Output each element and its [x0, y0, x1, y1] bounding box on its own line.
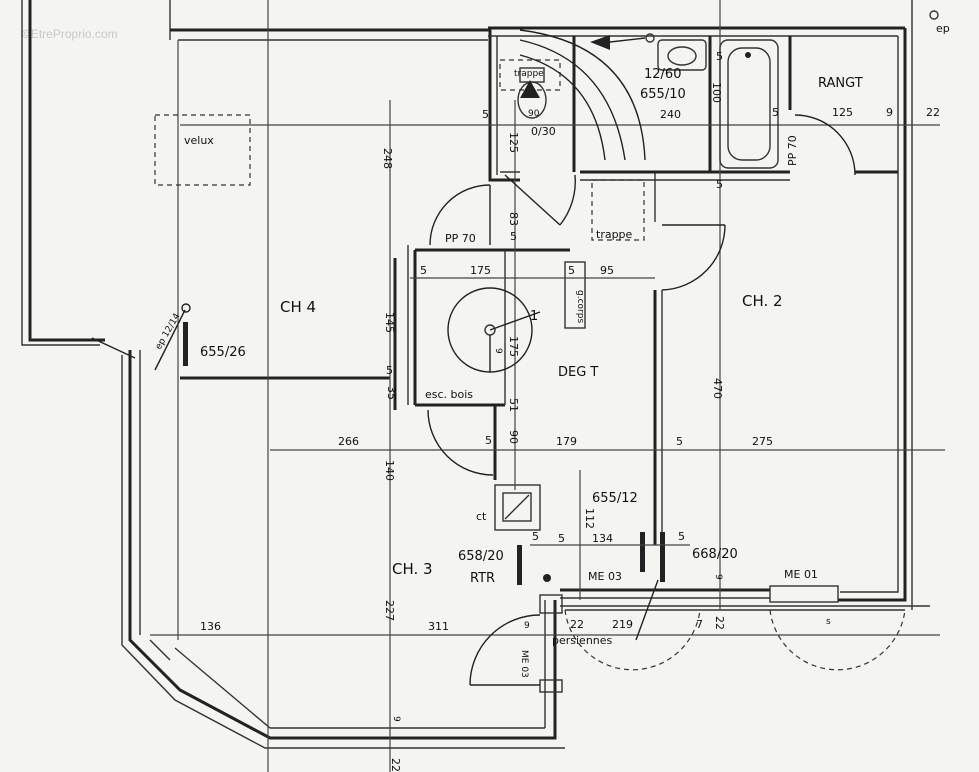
dim-5-l: 5 — [532, 530, 539, 543]
label-rtr: RTR — [470, 571, 495, 586]
room-ch2: CH. 2 — [742, 292, 783, 310]
label-trappe-top: trappe — [514, 69, 544, 79]
label-655-12: 655/12 — [592, 491, 638, 506]
label-655-26: 655/26 — [200, 345, 246, 360]
dim-5-h: 5 — [485, 434, 492, 447]
dim-7: 7 — [696, 618, 703, 631]
label-pp70-a: PP 70 — [445, 232, 476, 245]
dim-35: 35 — [385, 386, 398, 400]
label-668-20: 668/20 — [692, 547, 738, 562]
label-me03-b: ME 03 — [519, 650, 529, 678]
label-trappe-bottom: trappe — [596, 228, 633, 241]
label-persiennes: persiennes — [552, 634, 613, 647]
dim-5-d2: 5 — [420, 264, 427, 277]
dim-5-d: 5 — [716, 50, 723, 63]
label-arrow-1: 1 — [530, 309, 538, 324]
dim-9-e: 9 — [391, 716, 401, 722]
annotations: velux trappe trappe esc. bois PP 70 PP 7… — [154, 22, 950, 678]
dim-275: 275 — [752, 435, 773, 448]
room-degt: DEG T — [558, 365, 598, 380]
dimension-lines — [150, 0, 945, 772]
dim-9-b: 9 — [493, 348, 503, 354]
dim-22-a: 22 — [926, 106, 940, 119]
dim-5-g: 5 — [386, 364, 393, 377]
dashed-elements — [154, 59, 645, 241]
dim-140: 140 — [383, 460, 396, 481]
room-labels: CH 4 CH. 2 CH. 3 DEG T RANGT — [280, 76, 863, 578]
label-658-20: 658/20 — [458, 549, 504, 564]
dim-470: 470 — [711, 378, 724, 399]
room-rangt: RANGT — [818, 76, 863, 91]
label-655-10: 655/10 — [640, 87, 686, 102]
dim-22-b: 22 — [570, 618, 584, 631]
dim-179: 179 — [556, 435, 577, 448]
dim-9-d: 9 — [524, 621, 530, 631]
label-wc-90: 90 — [528, 109, 540, 119]
dim-125-b: 125 — [832, 106, 853, 119]
label-ct: ct — [476, 510, 487, 523]
dim-112: 112 — [583, 508, 596, 529]
dim-9-c: 9 — [713, 574, 723, 580]
dim-83: 83 — [507, 212, 520, 226]
dim-5-c: 5 — [772, 106, 779, 119]
dim-219: 219 — [612, 618, 633, 631]
dim-136: 136 — [200, 620, 221, 633]
dim-90: 90 — [507, 430, 520, 444]
dim-9-a: 9 — [886, 106, 893, 119]
dimension-numbers: 248 125 5 83 5 240 100 5 125 9 22 5 5 17… — [200, 50, 940, 772]
dim-248: 248 — [381, 148, 394, 169]
dim-240: 240 — [660, 108, 681, 121]
dim-5-i: 5 — [676, 435, 683, 448]
dim-5-a: 5 — [482, 108, 489, 121]
label-12-60: 12/60 — [644, 67, 681, 82]
dim-134: 134 — [592, 532, 613, 545]
dim-311: 311 — [428, 620, 449, 633]
label-me01: ME 01 — [784, 568, 818, 581]
watermark: ©EtreProprio.com — [22, 27, 118, 41]
label-ep-top: ep — [936, 22, 950, 35]
dim-22-d: 22 — [389, 758, 402, 772]
dim-22-c: 22 — [713, 616, 726, 630]
label-g-corps: g.corps — [575, 290, 585, 323]
label-velux: velux — [184, 134, 214, 147]
dim-125-a: 125 — [507, 132, 520, 153]
dim-5-f: 5 — [568, 264, 575, 277]
dim-227: 227 — [383, 600, 396, 621]
dim-51: 51 — [507, 398, 520, 412]
dim-5-j: 5 — [558, 532, 565, 545]
label-wc-size: 0/30 — [531, 125, 556, 138]
dim-175-b: 175 — [507, 336, 520, 357]
room-ch3: CH. 3 — [392, 560, 433, 578]
dim-266: 266 — [338, 435, 359, 448]
dim-145: 145 — [383, 312, 396, 333]
dim-5-e: 5 — [716, 178, 723, 191]
outer-walls — [21, 0, 930, 749]
fixtures — [447, 10, 939, 373]
door-swings — [91, 114, 906, 686]
dim-100: 100 — [710, 82, 723, 103]
dim-175-a: 175 — [470, 264, 491, 277]
room-ch4: CH 4 — [280, 298, 316, 316]
label-s: s — [826, 617, 831, 627]
dim-95: 95 — [600, 264, 614, 277]
label-esc-bois: esc. bois — [425, 388, 473, 401]
label-pp70-b: PP 70 — [786, 135, 799, 166]
dim-5-b: 5 — [510, 230, 517, 243]
label-me03-a: ME 03 — [588, 570, 622, 583]
dim-5-k: 5 — [678, 530, 685, 543]
